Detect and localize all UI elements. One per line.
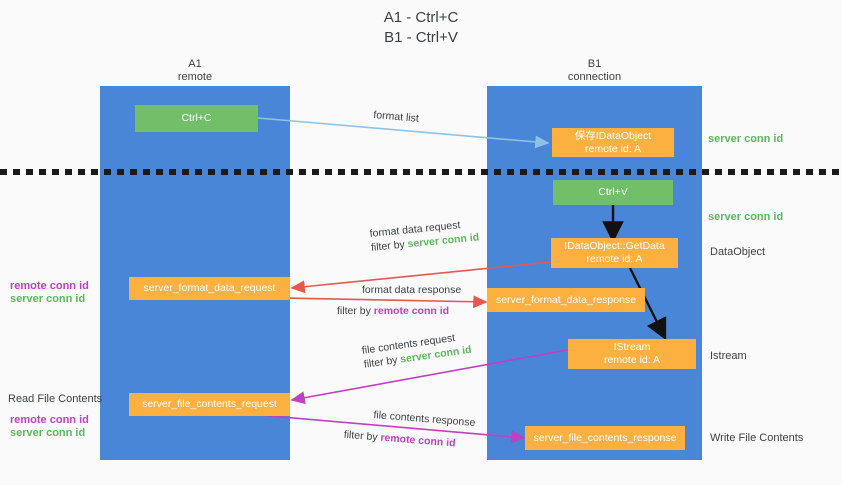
box-save-idataobject[interactable]: 保存IDataObject remote id: A — [552, 128, 674, 157]
box-server-format-data-request-label: server_format_data_request — [143, 282, 276, 294]
arrow-label-format-data-response-line1: format data response — [362, 284, 462, 296]
title-line-1: A1 - Ctrl+C — [383, 9, 459, 26]
box-getdata-line2: remote id: A — [586, 253, 643, 265]
arrow-label-file-contents-request: file contents request filter by server c… — [361, 329, 472, 372]
box-server-file-contents-response[interactable]: server_file_contents_response — [525, 426, 685, 450]
box-istream-line1: IStream — [613, 341, 651, 353]
label-dataobject: DataObject — [710, 246, 766, 258]
arrow-label-file-contents-response-line2: filter by remote conn id — [343, 428, 474, 452]
fmt-resp-filter-key: remote conn id — [373, 305, 450, 317]
label-remote-conn-id-2: remote conn id — [10, 414, 89, 426]
box-server-format-data-response[interactable]: server_format_data_response — [487, 288, 645, 312]
arrow-label-format-data-response-line2: filter by remote conn id — [337, 304, 461, 318]
box-save-idataobject-line2: remote id: A — [584, 142, 642, 155]
box-getdata[interactable]: IDataObject::GetData remote id: A — [551, 238, 678, 268]
arrow-label-format-data-request: format data request filter by server con… — [369, 216, 480, 254]
label-server-conn-id-2: server conn id — [10, 427, 86, 439]
column-a1-role: remote — [177, 71, 213, 83]
box-istream-line2: remote id: A — [603, 354, 661, 366]
label-read-file-contents: Read File Contents — [8, 393, 103, 405]
box-server-file-contents-response-label: server_file_contents_response — [533, 431, 677, 444]
column-b1-role: connection — [567, 71, 622, 83]
box-server-format-data-response-label: server_format_data_response — [495, 293, 637, 306]
box-ctrl-v-label: Ctrl+V — [598, 186, 628, 198]
arrow-label-file-contents-response: file contents response filter by remote … — [343, 408, 476, 452]
box-ctrl-c[interactable]: Ctrl+C — [135, 105, 258, 132]
page-title: A1 - Ctrl+C B1 - Ctrl+V — [0, 8, 842, 48]
title-line-2: B1 - Ctrl+V — [384, 29, 458, 46]
file-resp-filter-prefix: filter by — [343, 428, 381, 444]
box-istream[interactable]: IStream remote id: A — [568, 339, 696, 369]
phase-divider — [0, 169, 842, 175]
box-ctrl-v[interactable]: Ctrl+V — [553, 180, 673, 205]
file-resp-filter-key: remote conn id — [379, 431, 456, 450]
label-server-conn-id-top: server conn id — [708, 133, 784, 145]
label-remote-conn-id-1: remote conn id — [10, 280, 89, 292]
box-getdata-line1: IDataObject::GetData — [564, 240, 665, 252]
label-istream: Istream — [710, 350, 747, 362]
label-server-conn-id-1: server conn id — [10, 293, 86, 305]
label-server-conn-id-second: server conn id — [708, 211, 784, 223]
arrow-label-format-data-response: format data response filter by remote co… — [337, 283, 462, 318]
arrow-label-file-contents-response-line1: file contents response — [372, 408, 476, 429]
arrow-label-format-list: format list — [372, 108, 420, 125]
file-req-filter-prefix: filter by — [363, 353, 402, 371]
fmt-req-filter-prefix: filter by — [370, 238, 409, 254]
box-save-idataobject-line1: 保存IDataObject — [574, 129, 652, 142]
box-ctrl-c-label: Ctrl+C — [181, 112, 212, 124]
column-b1-name: B1 — [587, 58, 602, 70]
label-write-file-contents: Write File Contents — [710, 432, 804, 444]
box-server-file-contents-request[interactable]: server_file_contents_request — [129, 393, 290, 416]
fmt-resp-filter-prefix: filter by — [337, 305, 374, 317]
column-a1-name: A1 — [188, 58, 202, 70]
column-header-a1: A1 remote — [100, 58, 290, 84]
column-header-b1: B1 connection — [487, 58, 702, 84]
box-server-format-data-request[interactable]: server_format_data_request — [129, 277, 290, 300]
box-server-file-contents-request-label: server_file_contents_request — [142, 398, 277, 410]
